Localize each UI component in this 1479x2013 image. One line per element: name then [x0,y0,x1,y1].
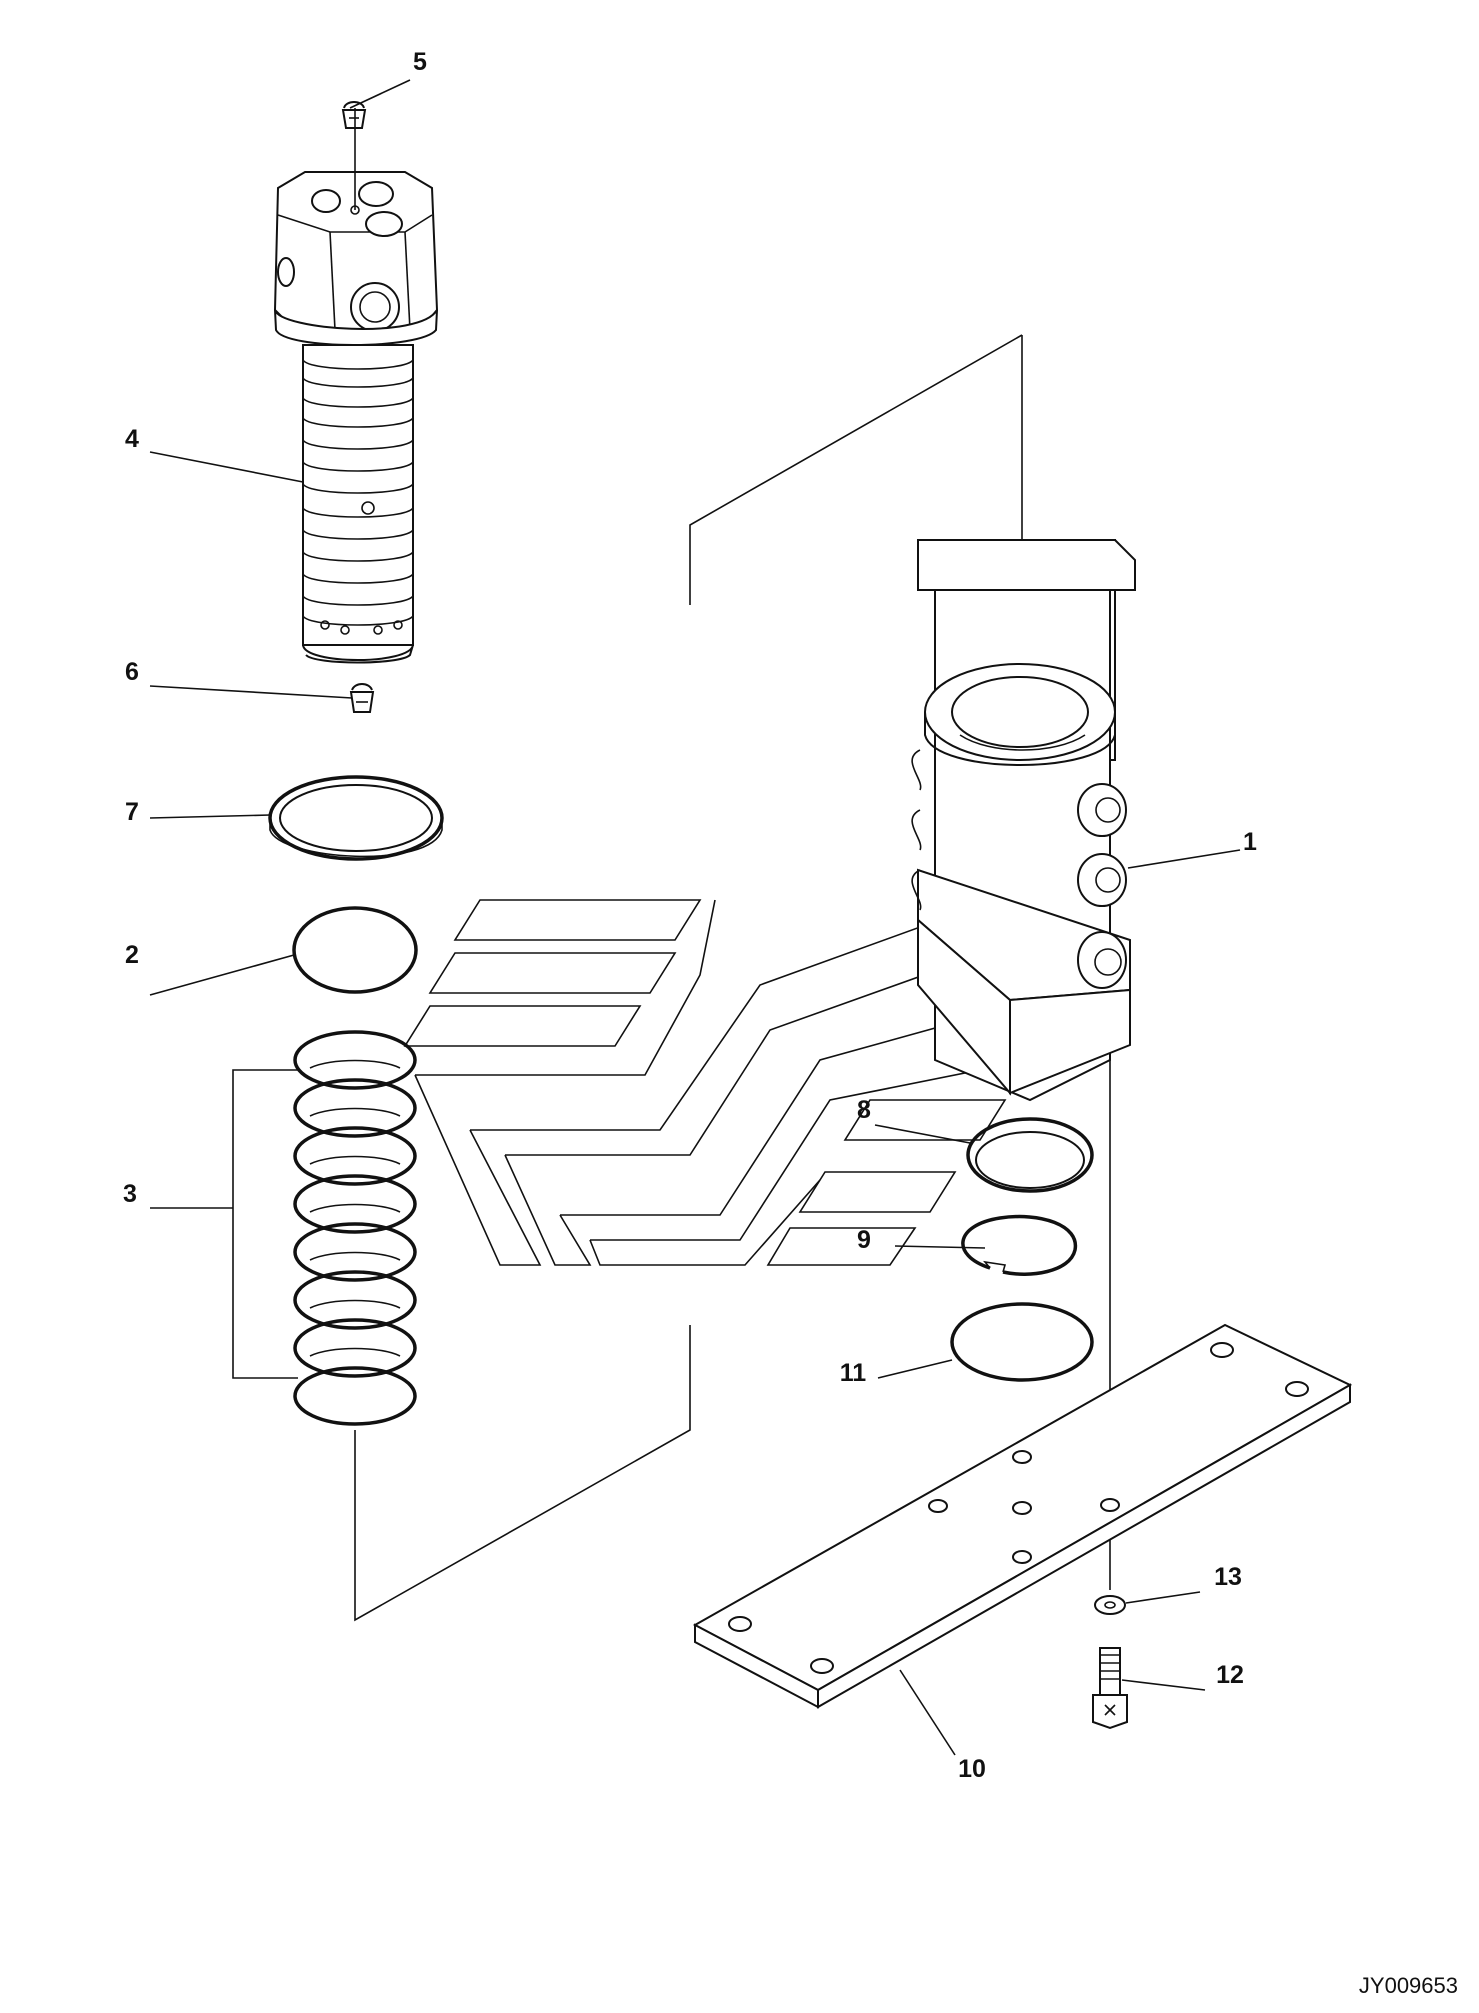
washer-part-13 [1094,1595,1126,1615]
o-ring-part-2 [292,906,418,994]
backup-ring-part-7 [268,775,444,861]
callout-9: 9 [857,1226,871,1254]
callout-6: 6 [125,658,139,686]
callout-7: 7 [125,798,139,826]
plate-part-10 [692,1323,1353,1709]
callout-1: 1 [1243,828,1257,856]
callout-labels: 1 2 3 4 5 6 7 8 9 10 11 12 13 [123,48,1257,1783]
backup-ring-part-8 [966,1117,1094,1193]
callout-4: 4 [125,425,139,453]
watermark-logo [403,879,1051,1266]
plug-part-6 [349,683,375,713]
snap-ring-part-9 [961,1214,1078,1276]
callout-2: 2 [125,941,139,969]
bracket-part-3 [232,1069,298,1379]
callout-10: 10 [958,1755,986,1783]
callout-11: 11 [840,1359,867,1387]
callout-12: 12 [1216,1661,1244,1689]
drawing-code: JY009653 [1359,1973,1458,1998]
spool-valve-part-4 [273,171,439,664]
callout-13: 13 [1214,1563,1242,1591]
leader-lines [149,79,1241,1756]
bolt-part-12 [1092,1647,1128,1730]
callout-8: 8 [857,1096,871,1124]
callout-3: 3 [123,1180,137,1208]
valve-body-part-1 [911,539,1136,1102]
spring-part-3 [293,1030,417,1426]
o-ring-part-11 [950,1302,1094,1382]
callout-5: 5 [413,48,427,76]
